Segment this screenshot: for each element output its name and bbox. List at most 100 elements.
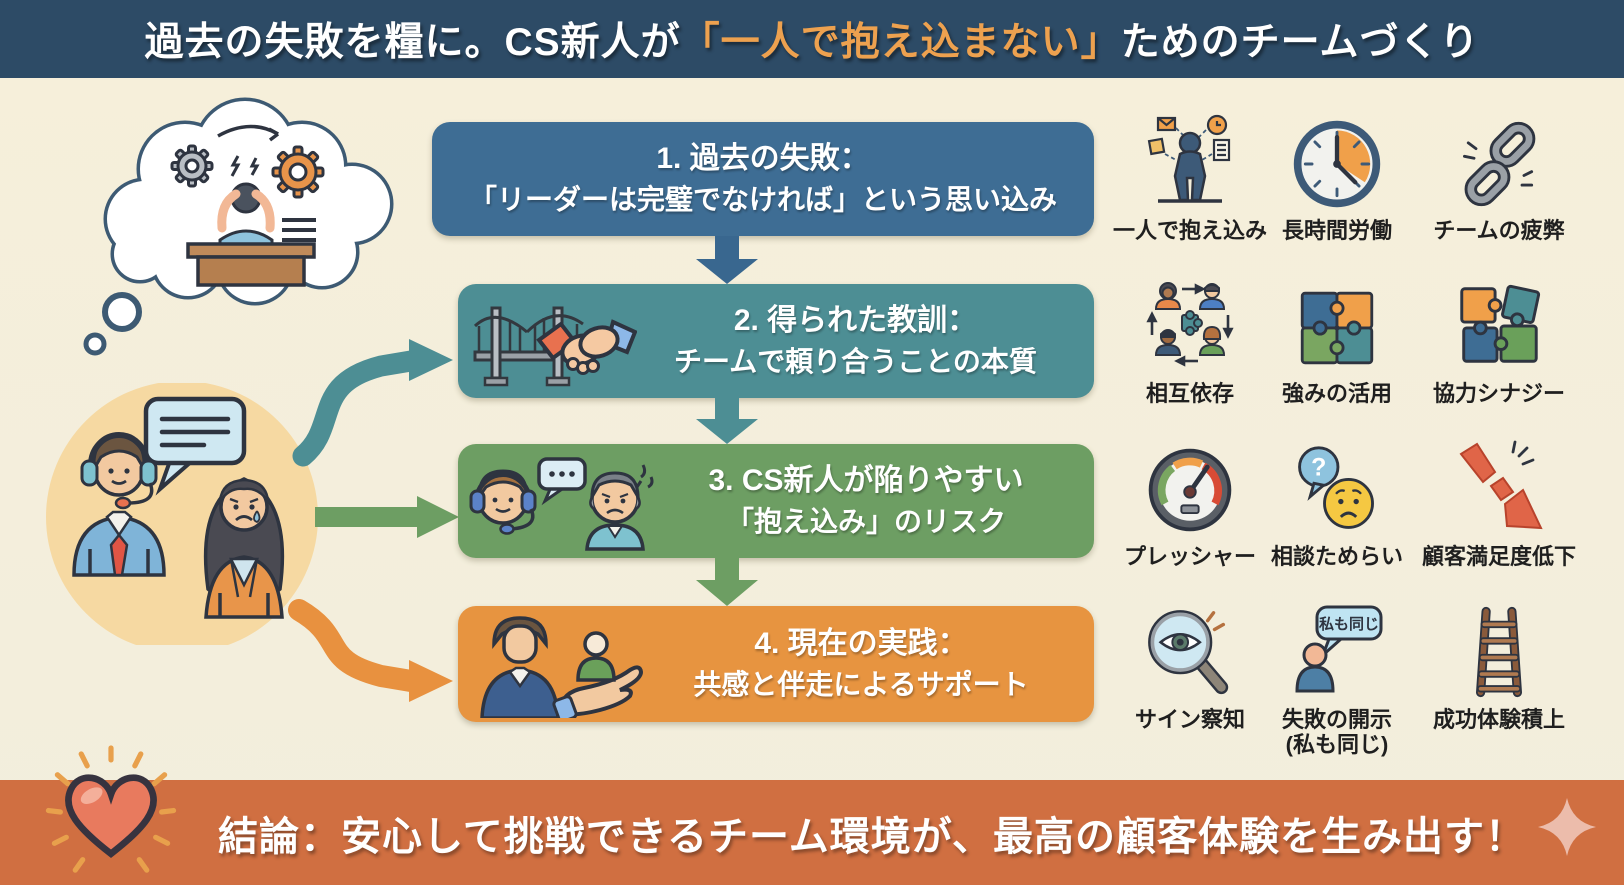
grid-cell: プレッシャー: [1112, 434, 1268, 597]
flow-step-4: 4. 現在の実践： 共感と伴走によるサポート: [458, 606, 1094, 722]
interdependence-icon: [1146, 282, 1234, 367]
necktie: [109, 532, 129, 577]
step1-line2: 「リーダーは完璧でなければ」という思い込み: [468, 184, 1057, 216]
heart-rays: [45, 745, 177, 873]
mentor-supporting-hand-icon: [480, 616, 644, 718]
connector-to-step2: [292, 350, 422, 467]
handshake-icon: [535, 319, 637, 375]
broken-chain-icon: [1463, 121, 1536, 207]
flow-step-3: 3. CS新人が陥りやすい 「抱え込み」のリスク: [458, 444, 1094, 558]
page-title: 過去の失敗を糧に。CS新人が「一人で抱え込まない」ためのチームづくり: [144, 11, 1479, 67]
chat-bubble-icon: [143, 396, 247, 496]
puzzle-synergy-icon: [1460, 284, 1541, 363]
headset-earmuff: [80, 459, 99, 487]
step3-line2: 「抱え込み」のリスク: [725, 506, 1006, 538]
branch-connectors: [288, 339, 459, 702]
flow-step-1: 1. 過去の失敗： 「リーダーは完璧でなければ」という思い込み: [432, 122, 1094, 236]
dots-speech-bubble-icon: [537, 457, 587, 506]
headset-agent-face-icon: [469, 469, 537, 535]
headset-mic-boom: [127, 482, 154, 505]
stress-bolt-icon: [249, 157, 260, 176]
agent-helping-worried-newbie-icon: [469, 457, 654, 551]
sweat-marks: [635, 464, 654, 489]
flow-step-2: 2. 得られた教訓： チームで頼り合うことの本質: [458, 284, 1094, 398]
pressure-gauge-icon: [1148, 448, 1232, 532]
overwhelmed-person-icon: [1147, 114, 1231, 203]
title-suffix: ためのチームづくり: [1120, 21, 1480, 64]
puzzle-grid-icon: [1300, 291, 1374, 365]
stressed-person-at-desk: [186, 182, 316, 287]
grid-label-line2: (私も同じ): [1285, 732, 1389, 758]
grid-label: 相談ためらい: [1270, 544, 1403, 569]
grid-cell: 成功体験積上: [1406, 597, 1592, 760]
title-prefix: 過去の失敗を糧に。CS新人が: [144, 21, 681, 64]
long-hours-clock-icon: [1293, 120, 1381, 208]
connector-to-step4: [288, 599, 422, 692]
mentor-figure: [480, 616, 560, 718]
support-agent-figure: [72, 432, 166, 577]
desk: [186, 242, 316, 259]
grid-label: チームの疲弊: [1433, 218, 1565, 243]
magnifier-eye-icon: [1148, 610, 1229, 695]
stress-thought-cloud-illustration: [103, 97, 394, 306]
title-highlight: 「一人で抱え込まない」: [680, 21, 1121, 64]
grid-label: サイン察知: [1134, 707, 1245, 732]
headset-earmuff: [139, 459, 158, 487]
conclusion-text: 結論：安心して挑戦できるチーム環境が、最高の顧客体験を生み出す！: [218, 814, 1526, 859]
arrow-step3-to-step4: [695, 558, 759, 606]
orange-gear-icon: [271, 145, 325, 199]
grid-cell: ? 相談ためらい: [1268, 434, 1406, 597]
open-hand: [552, 665, 644, 718]
agent-and-customer-illustration: [46, 383, 318, 645]
inner-shirt: [228, 557, 260, 588]
grid-label: 協力シナジー: [1432, 381, 1565, 406]
grid-cell: チームの疲弊: [1406, 108, 1592, 271]
headset-band: [88, 432, 150, 466]
grid-cell: サイン察知: [1112, 597, 1268, 760]
grid-cell: 一人で抱え込み: [1112, 108, 1268, 271]
heart-icon: [36, 745, 186, 885]
step4-line2: 共感と伴走によるサポート: [693, 669, 1029, 701]
small-person-icon: [576, 631, 616, 682]
arrow-step1-to-step2: [695, 236, 759, 284]
step3-line1: 3. CS新人が陥りやすい: [708, 463, 1024, 497]
step4-line1: 4. 現在の実践：: [754, 626, 968, 660]
bridge-handshake-icon: [473, 306, 637, 387]
header-banner: 過去の失敗を糧に。CS新人が「一人で抱え込まない」ためのチームづくり: [0, 0, 1624, 78]
grid-cell: 協力シナジー: [1406, 271, 1592, 434]
grid-label: プレッシャー: [1123, 544, 1256, 569]
grid-label: 失敗の開示: [1281, 707, 1392, 732]
arrow-step2-to-step3: [695, 398, 759, 444]
connector-arrowhead: [409, 660, 453, 702]
sparkle-icon: [1538, 798, 1596, 856]
grid-label: 一人で抱え込み: [1112, 218, 1267, 243]
step1-line1: 1. 過去の失敗：: [656, 141, 870, 175]
step2-line1: 2. 得られた教訓：: [733, 303, 978, 337]
grid-cell: 長時間労働: [1268, 108, 1406, 271]
self-disclosure-icon: 私も同じ: [1295, 605, 1383, 693]
hesitant-consult-icon: ?: [1298, 446, 1374, 529]
grid-label: 成功体験積上: [1432, 707, 1565, 732]
step2-line2: チームで頼り合うことの本質: [674, 346, 1037, 378]
connector-arrowhead: [409, 339, 453, 381]
conclusion-banner: 結論：安心して挑戦できるチーム環境が、最高の顧客体験を生み出す！: [0, 780, 1624, 885]
crying-customer-figure: [203, 477, 285, 619]
keyword-icon-grid: 一人で抱え込み 長時間労働: [1112, 108, 1612, 760]
collar: [105, 510, 133, 538]
frown: [235, 515, 253, 522]
connector-arrowhead: [417, 496, 459, 538]
grid-label: 長時間労働: [1281, 218, 1392, 243]
success-ladder-icon: [1476, 606, 1522, 698]
stress-bolt-icon: [230, 155, 241, 177]
grid-cell: 私も同じ 失敗の開示 (私も同じ): [1268, 597, 1406, 760]
headset-mic: [114, 496, 132, 510]
grid-cell: 顧客満足度低下: [1406, 434, 1592, 597]
gray-gear-icon: [170, 144, 214, 188]
grid-label: 相互依存: [1145, 381, 1234, 406]
satisfaction-drop-icon: [1459, 440, 1543, 530]
tear-drop: [253, 510, 261, 523]
disclosure-bubble-text: 私も同じ: [1318, 616, 1379, 633]
grid-cell: 相互依存: [1112, 271, 1268, 434]
thought-trail-bubbles: [83, 292, 142, 356]
